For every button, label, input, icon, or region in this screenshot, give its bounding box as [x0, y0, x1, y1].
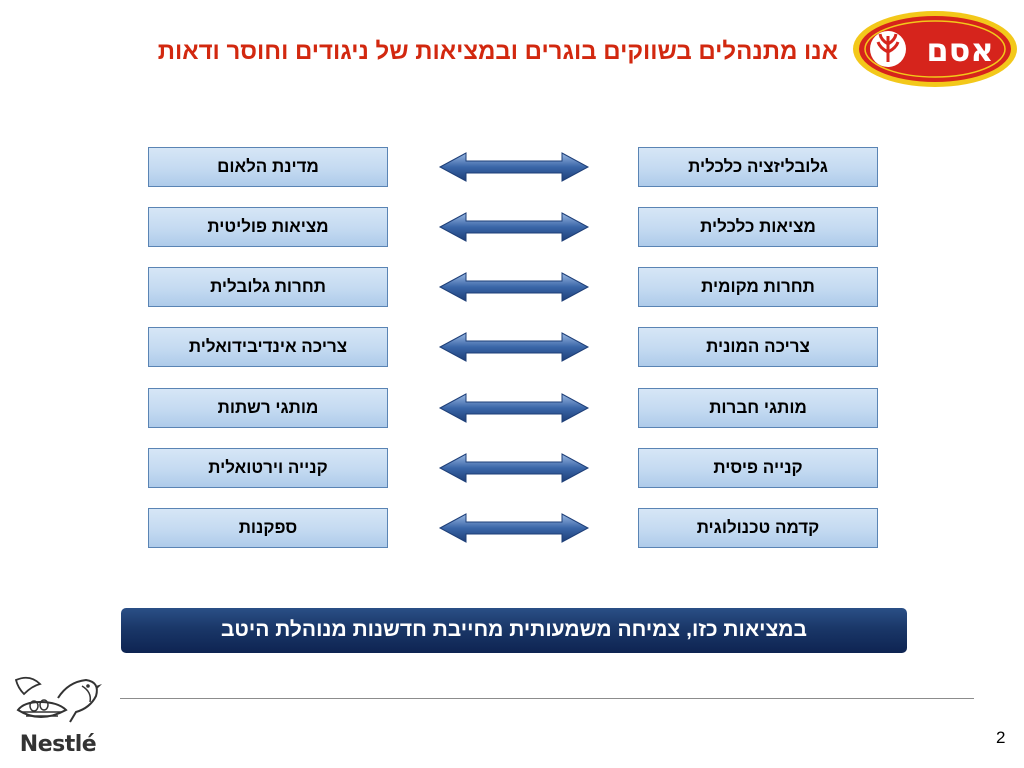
osem-logo-text: אסם	[926, 31, 993, 69]
double-arrow-icon	[438, 393, 590, 423]
left-box-4: צריכה אינדיבידואלית	[148, 327, 388, 367]
nestle-logo-text: Nestlé	[19, 732, 97, 757]
left-box-3: תחרות גלובלית	[148, 267, 388, 307]
page-title: אנו מתנהלים בשווקים בוגרים ובמציאות של נ…	[157, 38, 838, 65]
left-box-7: ספקנות	[148, 508, 388, 548]
right-box-3: תחרות מקומית	[638, 267, 878, 307]
right-box-1: גלובליזציה כלכלית	[638, 147, 878, 187]
double-arrow-icon	[438, 513, 590, 543]
left-box-5: מותגי רשתות	[148, 388, 388, 428]
left-box-2: מציאות פוליטית	[148, 207, 388, 247]
footer-divider	[120, 698, 974, 699]
wheat-icon	[870, 31, 906, 67]
right-box-2: מציאות כלכלית	[638, 207, 878, 247]
double-arrow-icon	[438, 272, 590, 302]
right-box-7: קדמה טכנולוגית	[638, 508, 878, 548]
page-number: 2	[996, 728, 1006, 747]
nestle-logo: Nestlé	[10, 672, 106, 762]
conclusion-banner: במציאות כזו, צמיחה משמעותית מחייבת חדשנו…	[121, 608, 907, 653]
double-arrow-icon	[438, 453, 590, 483]
left-box-6: קנייה וירטואלית	[148, 448, 388, 488]
double-arrow-icon	[438, 212, 590, 242]
right-box-6: קנייה פיסית	[638, 448, 878, 488]
double-arrow-icon	[438, 332, 590, 362]
double-arrow-icon	[438, 152, 590, 182]
right-box-5: מותגי חברות	[638, 388, 878, 428]
left-box-1: מדינת הלאום	[148, 147, 388, 187]
osem-logo: אסם	[853, 11, 1017, 87]
bird-nest-icon	[14, 676, 102, 723]
right-box-4: צריכה המונית	[638, 327, 878, 367]
